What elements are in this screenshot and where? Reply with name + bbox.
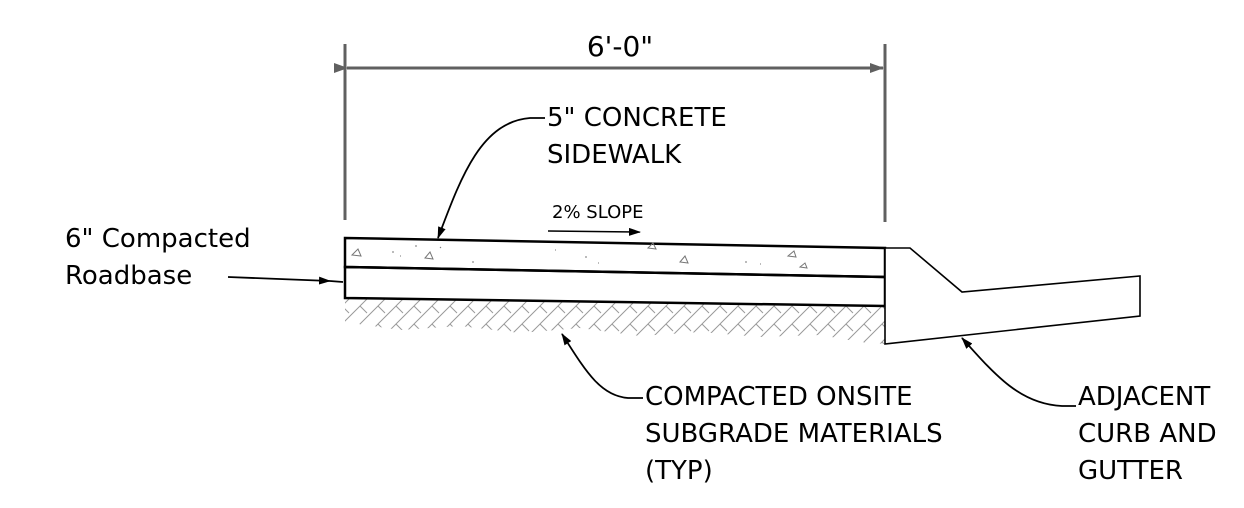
roadbase-leader (227, 276, 331, 285)
sidewalk-label: 5" CONCRETE SIDEWALK (547, 103, 735, 170)
roadbase-label: 6" Compacted Roadbase (65, 224, 259, 291)
subgrade-label: COMPACTED ONSITE SUBGRADE MATERIALS (TYP… (645, 382, 951, 486)
curb-leader (961, 337, 1076, 407)
dimension-label: 6'-0" (587, 30, 653, 63)
subgrade-leader (561, 333, 643, 399)
slope-arrow (547, 227, 641, 236)
concrete-aggregate-marks (350, 242, 808, 269)
slope-label: 2% SLOPE (552, 202, 644, 223)
curb-and-gutter (884, 247, 1141, 345)
curb-label: ADJACENT CURB AND GUTTER (1078, 382, 1225, 486)
subgrade-hatch (345, 298, 885, 344)
roadbase-leader-tail (329, 280, 344, 283)
sidewalk-leader (437, 117, 545, 239)
